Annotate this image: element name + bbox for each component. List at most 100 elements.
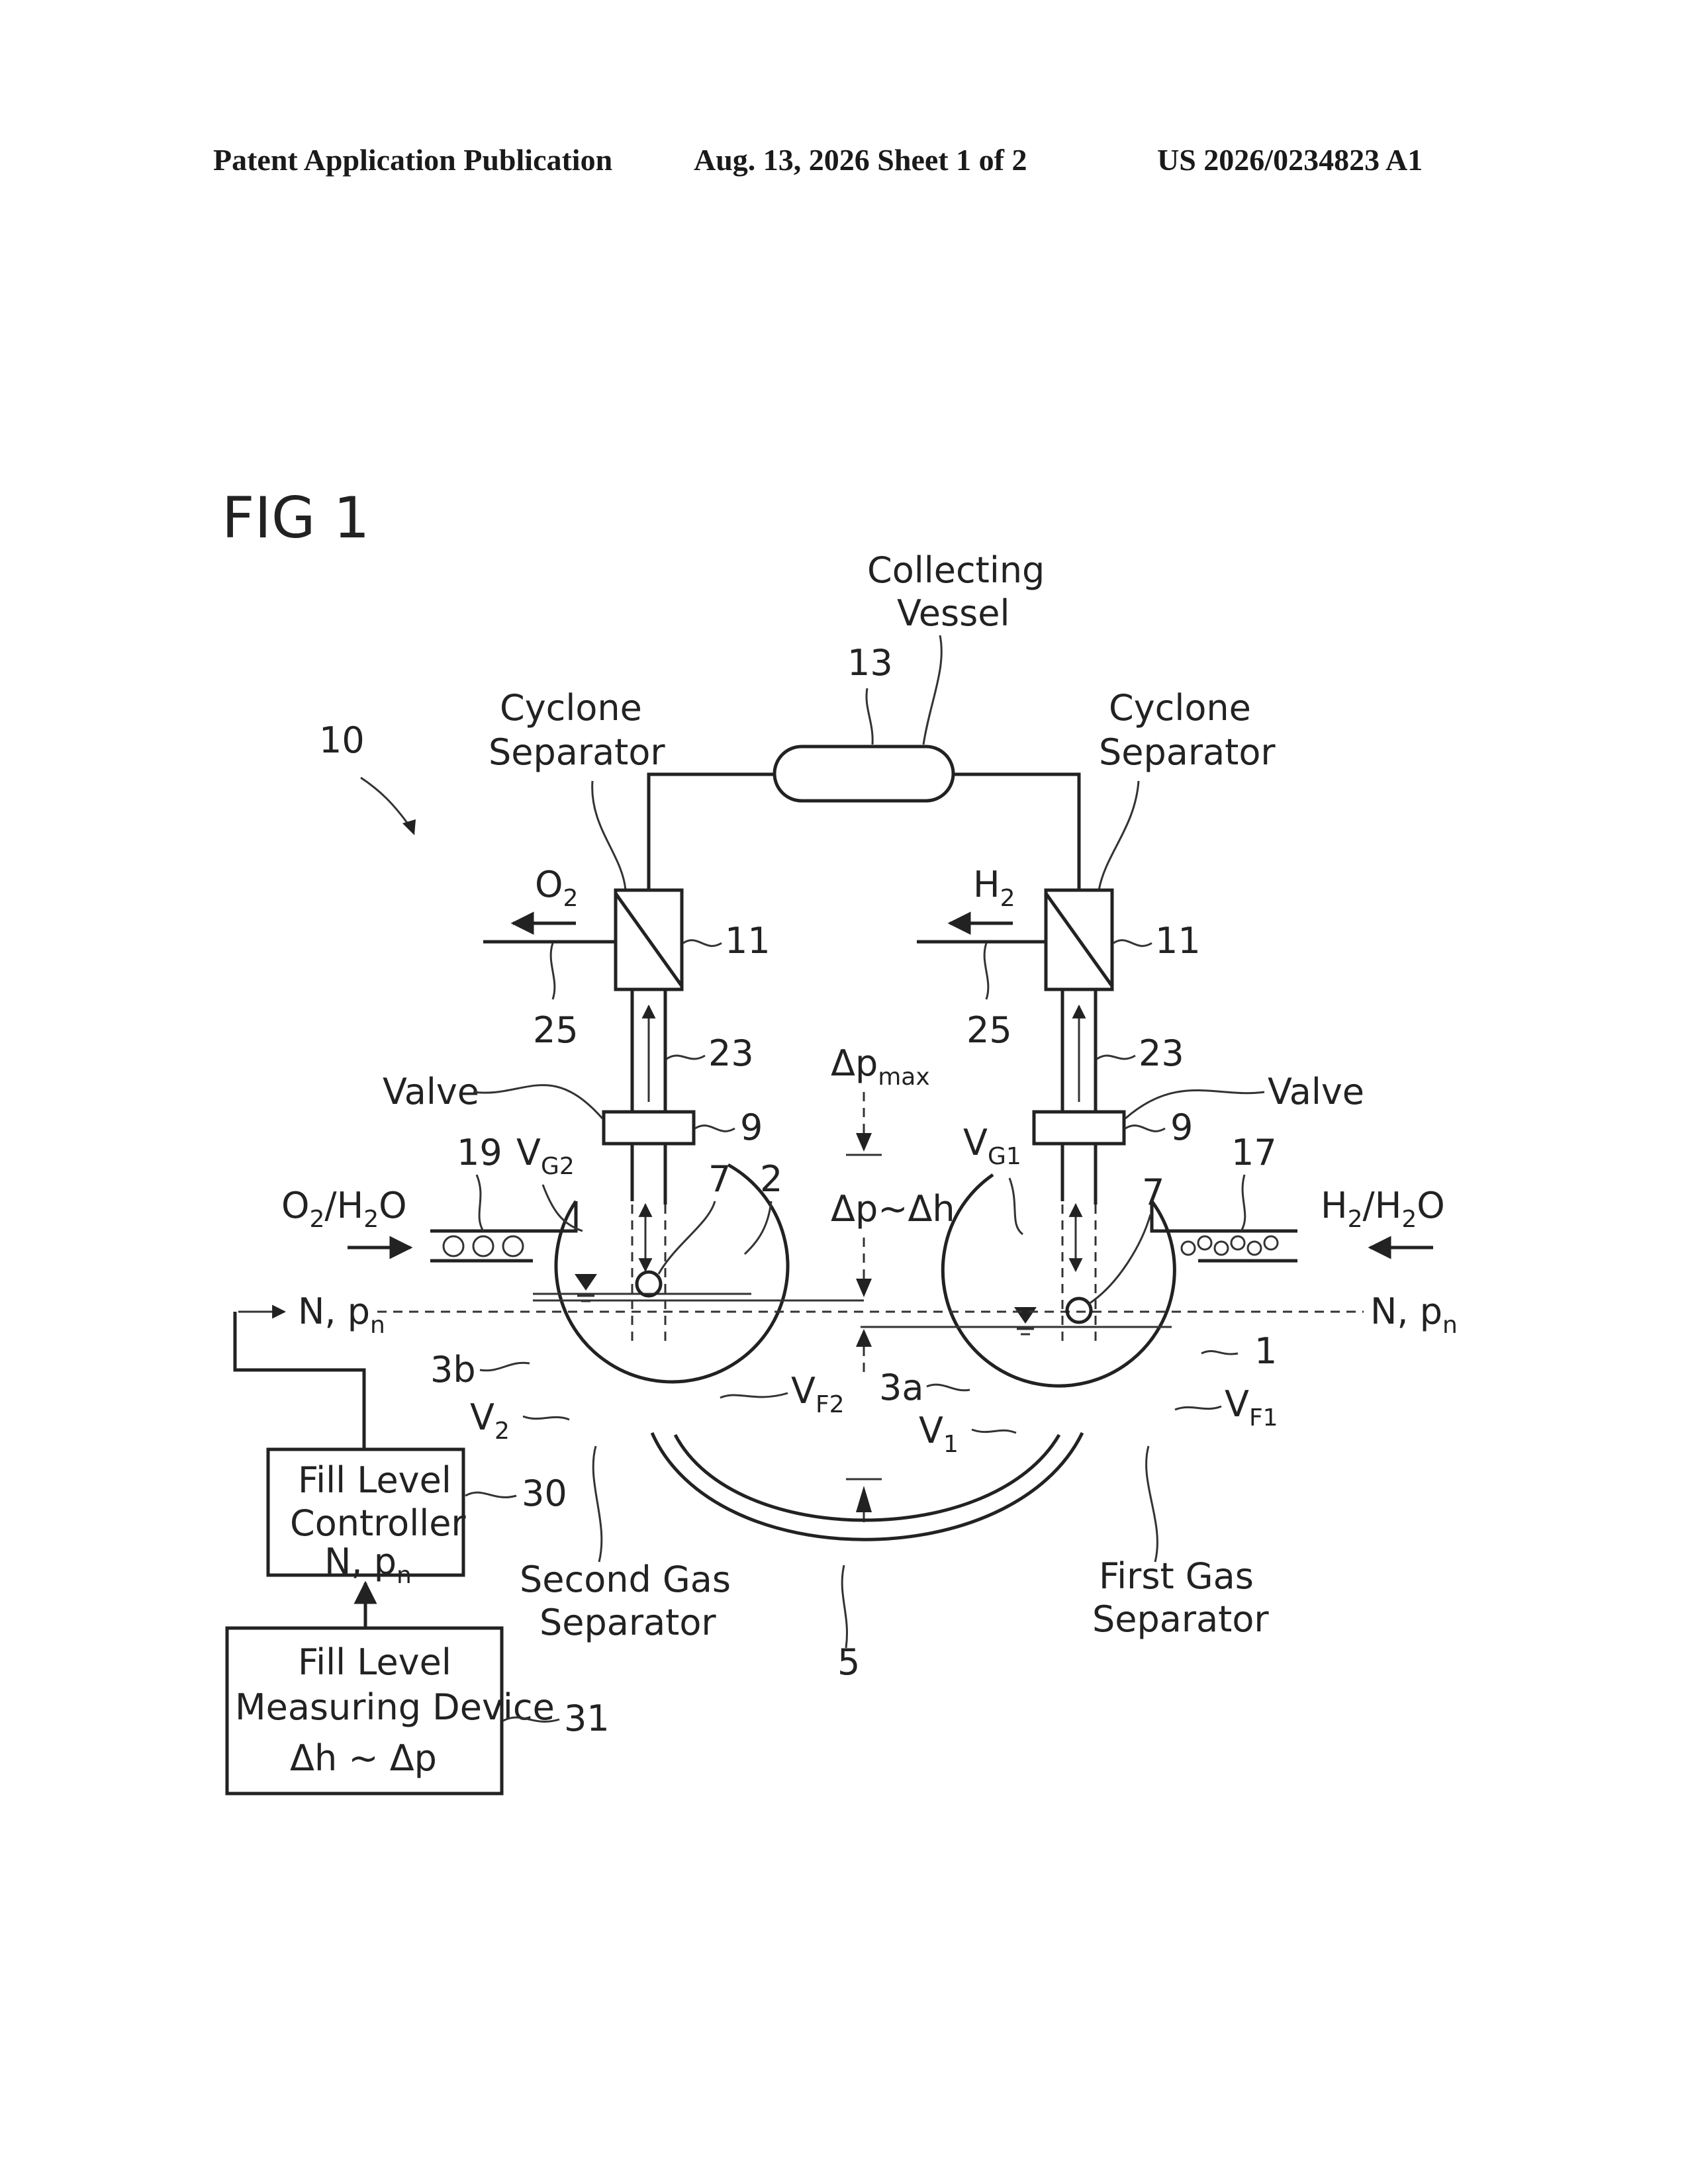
dp-max-label: Δpmax bbox=[831, 1042, 930, 1091]
bubble bbox=[1198, 1236, 1211, 1250]
v1-label: V1 bbox=[919, 1410, 959, 1458]
cyclone-left-diagonal bbox=[616, 893, 682, 986]
cyclone-right-label-line1: Cyclone bbox=[1109, 687, 1251, 729]
valve-right bbox=[1034, 1112, 1124, 1144]
dp-max-arrowhead bbox=[856, 1133, 872, 1152]
ref-10-arrowhead bbox=[402, 819, 416, 835]
v2-label: V2 bbox=[470, 1396, 510, 1445]
ref-7-right-leader bbox=[1089, 1214, 1150, 1304]
dp-dh-arrowhead-down bbox=[856, 1279, 872, 1297]
ref-25-right-leader bbox=[984, 943, 988, 999]
dp-dh-arrowhead-up bbox=[856, 1329, 872, 1347]
vf2-label: VF2 bbox=[791, 1370, 845, 1418]
cyclone-left-label-line1: Cyclone bbox=[500, 687, 642, 729]
ref-25-right-label: 25 bbox=[966, 1009, 1012, 1051]
inlet-pipe-left-top bbox=[430, 1201, 576, 1231]
ref-9-left-label: 9 bbox=[740, 1107, 763, 1148]
collecting-vessel-leader bbox=[923, 635, 941, 745]
controller-feedback-line bbox=[235, 1312, 364, 1449]
vf1-label: VF1 bbox=[1225, 1383, 1278, 1432]
cyclone-right-leader bbox=[1099, 781, 1139, 890]
valve-left-leader bbox=[473, 1085, 602, 1118]
o2-label: O2 bbox=[535, 864, 578, 912]
ref-25-left-label: 25 bbox=[533, 1009, 579, 1051]
ref-5-leader bbox=[842, 1565, 847, 1648]
ref-9-left-leader bbox=[695, 1126, 735, 1132]
measuring-label-line2: Measuring Device bbox=[235, 1686, 555, 1728]
bubble bbox=[1264, 1236, 1278, 1250]
level-sensor-left bbox=[637, 1272, 661, 1296]
bubble bbox=[1182, 1242, 1195, 1255]
ref-23-right-label: 23 bbox=[1139, 1032, 1184, 1074]
ref-3b-leader bbox=[480, 1363, 530, 1371]
controller-label-line3: N, pn bbox=[324, 1541, 412, 1589]
bubble bbox=[1248, 1242, 1261, 1255]
ref-10-leader bbox=[361, 778, 410, 827]
controller-label-line2: Controller bbox=[290, 1502, 466, 1544]
ref-23-left-label: 23 bbox=[708, 1032, 754, 1074]
level-marker-right-icon bbox=[1014, 1307, 1037, 1324]
ref-1-leader bbox=[1201, 1351, 1238, 1354]
cyclone-right-diagonal bbox=[1046, 893, 1112, 986]
dp-dh-label: Δp~Δh bbox=[831, 1188, 955, 1230]
v2-leader bbox=[523, 1416, 569, 1420]
collecting-vessel-label-line2: Vessel bbox=[897, 592, 1009, 634]
bubble bbox=[1215, 1242, 1228, 1255]
ref-11-right-leader bbox=[1113, 940, 1152, 946]
level-sensor-right bbox=[1067, 1298, 1091, 1322]
ref-13-label: 13 bbox=[847, 642, 893, 684]
ref-3b-label: 3b bbox=[430, 1349, 476, 1390]
ref-2-label: 2 bbox=[760, 1158, 782, 1200]
bubble bbox=[473, 1236, 493, 1256]
h2-label: H2 bbox=[973, 864, 1015, 912]
o2h2o-inlet-label: O2/H2O bbox=[281, 1185, 407, 1233]
left-top-line bbox=[649, 774, 774, 890]
controller-label-line1: Fill Level bbox=[298, 1459, 451, 1501]
ref-19-leader bbox=[477, 1175, 483, 1231]
v1-leader bbox=[972, 1430, 1016, 1433]
second-gas-separator bbox=[556, 1165, 788, 1382]
valve-left-label: Valve bbox=[383, 1071, 479, 1113]
ref-23-left-leader bbox=[667, 1056, 705, 1059]
ref-3a-label: 3a bbox=[879, 1367, 923, 1408]
valve-left bbox=[604, 1112, 694, 1144]
bubble bbox=[444, 1236, 463, 1256]
cyclone-left-leader bbox=[592, 781, 626, 890]
ref-7-left-leader bbox=[659, 1201, 715, 1274]
bubble bbox=[1231, 1236, 1244, 1250]
ref-3a-leader bbox=[927, 1385, 970, 1390]
ref-30-leader bbox=[465, 1492, 516, 1497]
ref-23-right-leader bbox=[1097, 1056, 1135, 1059]
ref-17-leader bbox=[1241, 1175, 1245, 1231]
ref-31-label: 31 bbox=[564, 1698, 610, 1739]
ref-17-label: 17 bbox=[1231, 1132, 1277, 1173]
right-top-line bbox=[953, 774, 1079, 890]
normal-level-label-right: N, pn bbox=[1370, 1291, 1458, 1339]
valve-right-leader bbox=[1125, 1091, 1264, 1119]
ref-9-right-leader bbox=[1125, 1126, 1165, 1132]
vg2-label: VG2 bbox=[516, 1132, 575, 1180]
ref-7-left-label: 7 bbox=[708, 1158, 731, 1200]
collecting-vessel bbox=[774, 747, 953, 801]
valve-right-label: Valve bbox=[1268, 1071, 1364, 1113]
ref-5-label: 5 bbox=[837, 1641, 860, 1683]
measuring-label-line1: Fill Level bbox=[298, 1641, 451, 1683]
ref-1-label: 1 bbox=[1254, 1330, 1277, 1372]
ref-13-leader bbox=[867, 688, 872, 745]
vg1-label: VG1 bbox=[963, 1122, 1021, 1170]
first-gas-separator-label-line1: First Gas bbox=[1099, 1555, 1254, 1597]
ref-9-right-label: 9 bbox=[1170, 1107, 1193, 1148]
first-gas-separator-leader bbox=[1147, 1446, 1158, 1562]
bubble bbox=[503, 1236, 523, 1256]
vg1-leader bbox=[1009, 1178, 1023, 1234]
ref-10-label: 10 bbox=[319, 719, 365, 761]
ref-7-right-label: 7 bbox=[1142, 1171, 1164, 1213]
connecting-pipe-outer bbox=[652, 1433, 1082, 1539]
second-gas-separator-label-line2: Separator bbox=[539, 1602, 716, 1643]
figure-title: FIG 1 bbox=[222, 485, 370, 551]
level-marker-left-icon bbox=[575, 1274, 597, 1291]
second-gas-separator-label-line1: Second Gas bbox=[520, 1559, 731, 1600]
first-gas-separator-label-line2: Separator bbox=[1092, 1598, 1269, 1640]
h2h2o-inlet-label: H2/H2O bbox=[1321, 1185, 1445, 1233]
